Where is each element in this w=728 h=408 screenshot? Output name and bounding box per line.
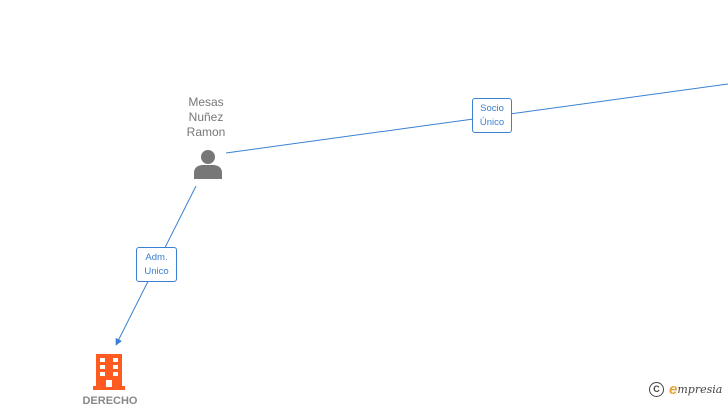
company-name[interactable]: DERECHO bbox=[82, 395, 138, 407]
brand-initial: e bbox=[669, 380, 678, 398]
person-icon[interactable] bbox=[193, 149, 223, 179]
person-name-line-1: Mesas bbox=[188, 95, 224, 109]
edge-label-socio-line-1: Socio bbox=[480, 103, 504, 114]
edge-label-adm-unico[interactable]: Adm. Unico bbox=[136, 247, 177, 282]
person-name[interactable]: Mesas Nuñez Ramon bbox=[166, 95, 246, 140]
building-icon[interactable] bbox=[93, 354, 125, 390]
brand-name: mpresia bbox=[677, 382, 723, 396]
copyright-icon: C bbox=[649, 381, 664, 397]
edge-label-socio-unico[interactable]: Socio Único bbox=[472, 98, 512, 133]
edge-label-adm-line-1: Adm. bbox=[145, 252, 168, 263]
edge-label-socio-line-2: Único bbox=[479, 117, 505, 128]
person-name-line-2: Nuñez bbox=[188, 110, 224, 124]
edge-label-adm-line-2: Unico bbox=[144, 266, 169, 277]
person-name-line-3: Ramon bbox=[186, 125, 226, 139]
